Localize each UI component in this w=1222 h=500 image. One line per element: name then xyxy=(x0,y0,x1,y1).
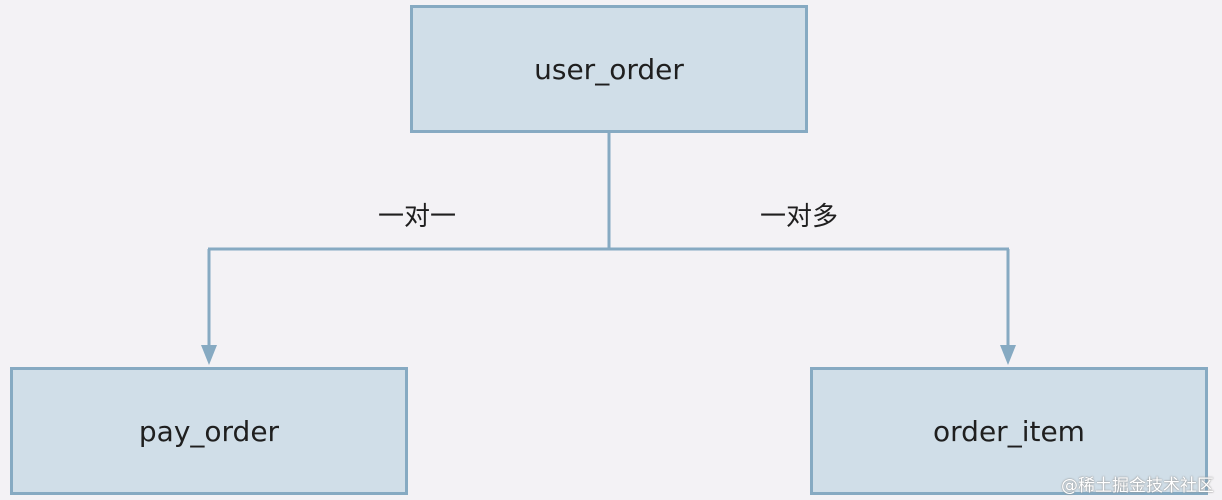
edge-label-one-to-one: 一对一 xyxy=(378,202,457,232)
node-pay-order-label: pay_order xyxy=(138,414,280,448)
watermark: @稀土掘金技术社区 xyxy=(1061,476,1214,496)
arrowhead-pay-order xyxy=(201,345,217,365)
node-user-order: user_order xyxy=(410,5,808,133)
node-order-item: order_item xyxy=(810,367,1208,495)
edge-label-one-to-many: 一对多 xyxy=(760,202,839,232)
arrowhead-order-item xyxy=(1000,345,1016,365)
node-user-order-label: user_order xyxy=(534,52,684,86)
node-pay-order: pay_order xyxy=(10,367,408,495)
node-order-item-label: order_item xyxy=(933,414,1085,448)
